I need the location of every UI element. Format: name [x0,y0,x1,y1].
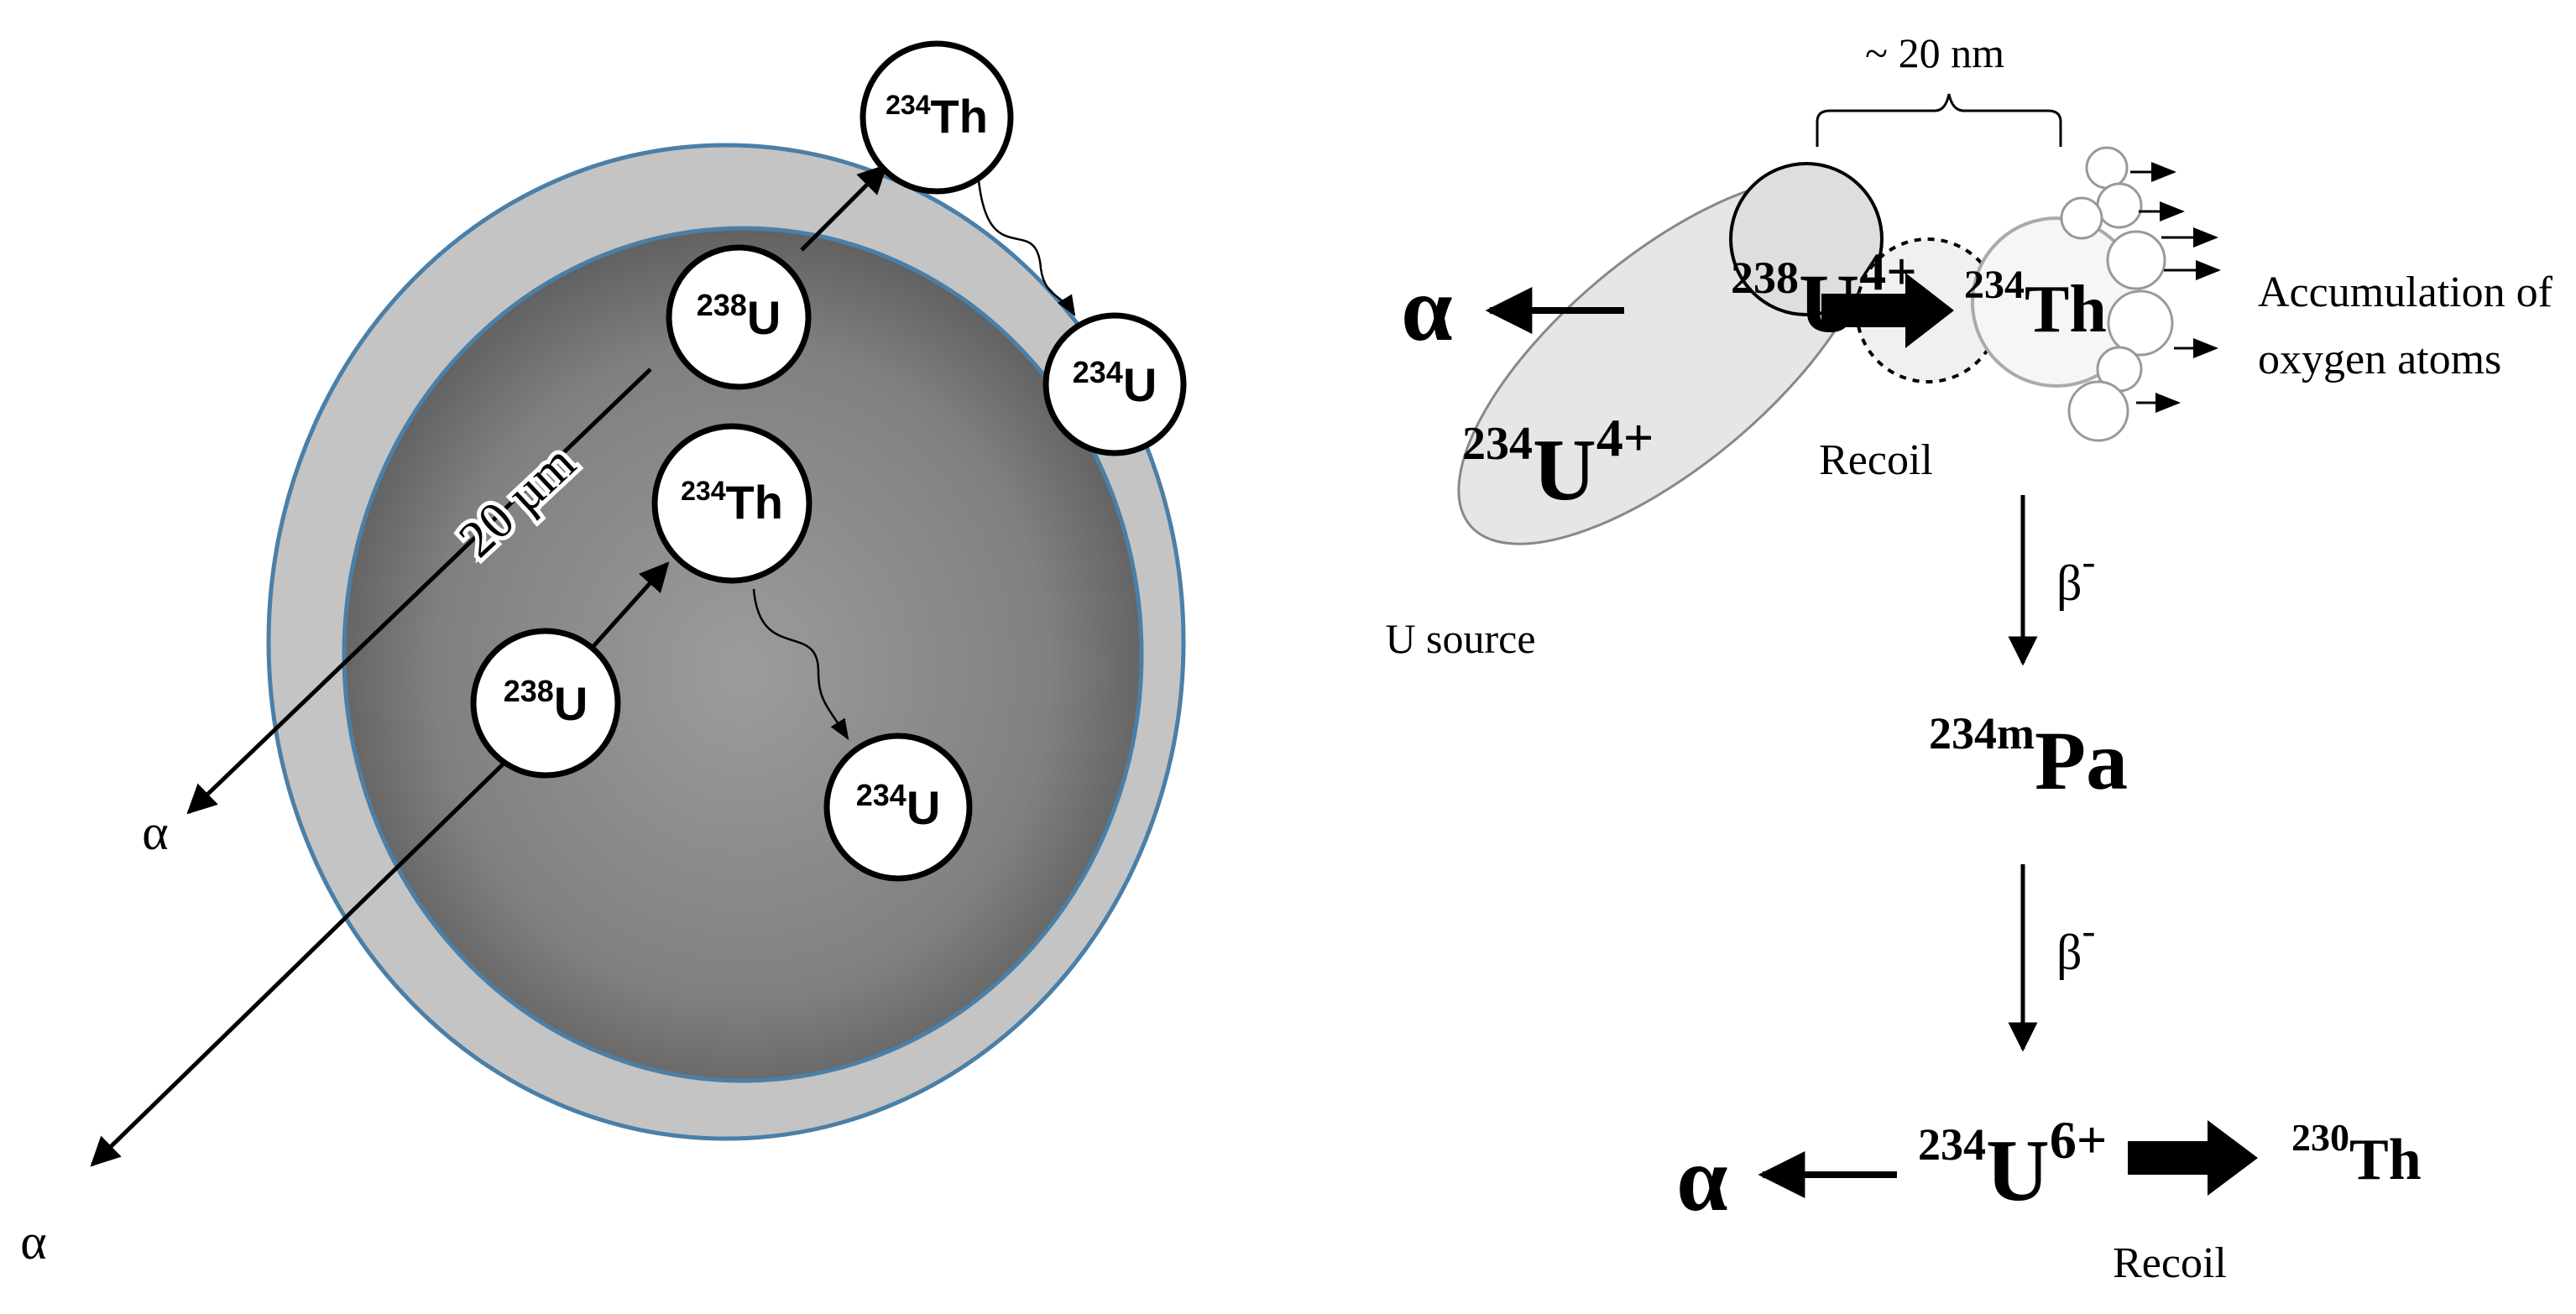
element-symbol: U [1986,1121,2050,1219]
beta-label-2: β- [2056,909,2096,980]
mass-number: 230 [2291,1116,2349,1159]
decay-scheme-panel: ~ 20 nm α 238U4+ [1385,29,2552,1287]
mass-number: 234 [856,778,907,812]
svg-text:234Th: 234Th [886,90,988,143]
oxygen-atoms [2060,146,2174,442]
alpha-path-lower [90,762,505,1167]
th-recoil-arrow-outer [800,164,888,252]
nuclide-u234-inner: 234U [823,733,973,882]
svg-text:234U: 234U [856,778,941,834]
decay-path-inner [752,588,849,741]
mass-number: 234 [1462,418,1533,470]
nuclide-th234-outer: 234Th [860,40,1014,195]
accumulation-label-line2: oxygen atoms [2258,336,2501,383]
element-symbol: Th [930,90,987,143]
uranium-core [342,226,1144,1083]
alpha-top: α [1401,258,1452,360]
mass-number: 234 [886,90,931,120]
u238-atom [1729,162,1884,316]
recoil-arrow-bottom [2128,1120,2258,1196]
oxygen-flux-arrows [2130,162,2221,413]
recoil-arrow-top [1821,273,1954,348]
u-source-label: U source [1385,615,1535,662]
nuclide-u234-outer: 234U [1042,312,1187,456]
element-symbol: U [1533,420,1596,519]
mass-number: 234m [1929,708,2035,759]
element-symbol: U [747,291,781,344]
width-label: ~ 20 nm [1865,29,2004,76]
u234-source-ion: 234U4+ [1462,408,1654,519]
alpha-label-lower: α [20,1214,46,1270]
svg-text:234U: 234U [1073,355,1157,411]
th230-label: 230Th [2291,1116,2422,1192]
recoil-label-bottom: Recoil [2113,1239,2227,1287]
svg-text:238U: 238U [504,674,588,730]
element-symbol: Th [725,476,782,529]
alpha-label-upper: α [142,805,168,860]
pa234m-label: 234mPa [1929,708,2128,807]
svg-text:238U: 238U [697,288,781,344]
mass-number: 234 [681,476,726,506]
th234-label: 234Th [1964,263,2107,347]
alpha-path-upper [186,368,652,815]
width-brace [1816,93,2062,147]
charge: 6+ [2050,1110,2107,1170]
accumulation-label-line1: Accumulation of [2258,269,2553,316]
mass-number: 238 [504,674,554,708]
nuclide-u238-inner: 238U [470,628,621,779]
charge: 4+ [1596,408,1654,467]
element-symbol: Th [2025,273,2107,347]
element-symbol: U [907,781,940,834]
mass-number: 234 [1073,355,1123,389]
decay-path-outer [976,171,1076,317]
mass-number: 238 [697,288,747,322]
nuclide-u238-outer: 238U [666,244,812,390]
element-symbol: Th [2349,1128,2422,1192]
element-symbol: Pa [2035,714,2128,807]
mass-number: 238 [1731,253,1799,303]
particle-panel: 20 µm 234Th 238U 234U 234Th 238U 234U α … [20,40,1187,1270]
mass-number: 234 [1964,263,2025,307]
mass-number: 234 [1918,1119,1986,1170]
svg-text:234Th: 234Th [681,476,783,529]
u234-final-ion: 234U6+ [1918,1110,2107,1219]
element-symbol: U [1123,358,1157,411]
alpha-bottom: α [1676,1128,1727,1230]
element-symbol: U [554,677,588,730]
nuclide-th234-inner: 234Th [651,423,813,584]
beta-label-1: β- [2056,540,2096,611]
th-recoil-arrow-inner [586,561,670,654]
recoil-label-top: Recoil [1819,436,1933,484]
